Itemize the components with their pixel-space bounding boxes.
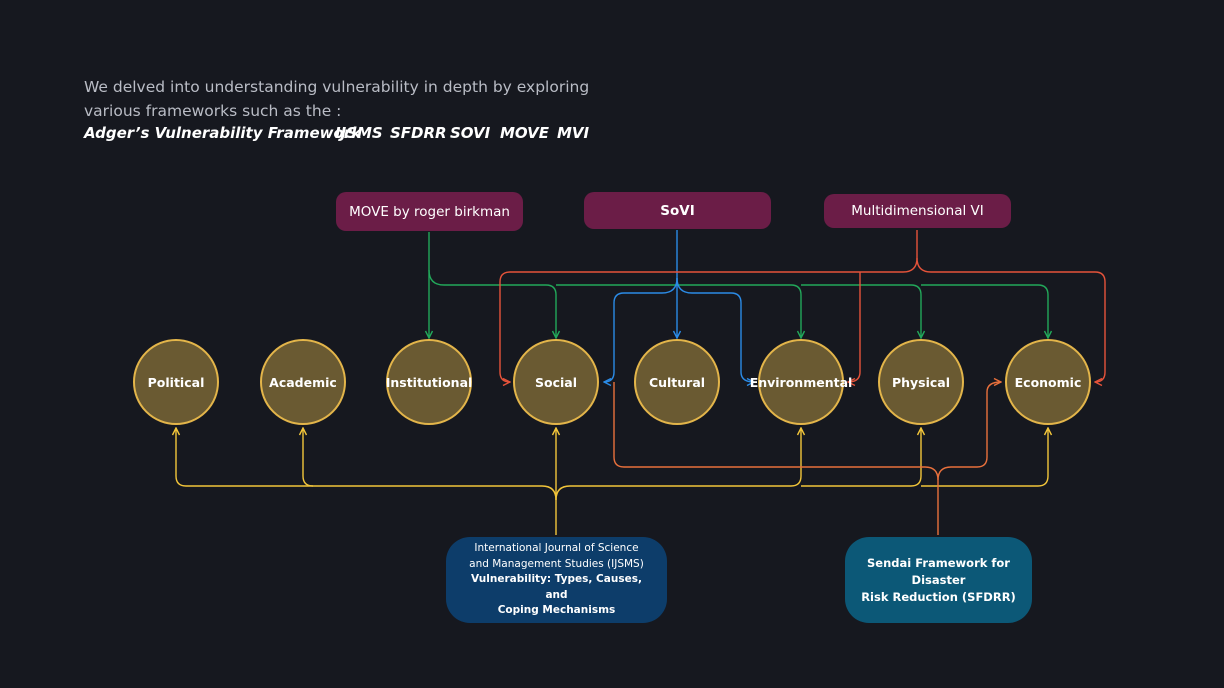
framework-move: MOVE xyxy=(500,124,549,142)
framework-mvi: MVI xyxy=(557,124,590,142)
framework-sovi: SOVI xyxy=(450,124,491,142)
framework-ijsms: IJSMS xyxy=(335,124,383,142)
node-institutional: Institutional xyxy=(386,339,472,425)
sovi-connectors xyxy=(604,230,754,382)
node-social: Social xyxy=(513,339,599,425)
node-academic: Academic xyxy=(260,339,346,425)
ijsms-line-2: and Management Studies (IJSMS) xyxy=(469,557,644,570)
sfdrr-connectors xyxy=(613,382,1001,535)
pill-sovi: SoVI xyxy=(584,192,771,229)
node-environmental: Environmental xyxy=(750,339,852,425)
node-cultural: Cultural xyxy=(634,339,720,425)
ijsms-line-1: International Journal of Science xyxy=(474,542,639,555)
pill-multidimensional-vi: Multidimensional VI xyxy=(824,194,1011,228)
mvi-connectors xyxy=(499,230,1106,382)
node-political: Political xyxy=(133,339,219,425)
move-connectors xyxy=(429,232,1048,338)
node-physical: Physical xyxy=(878,339,964,425)
sfdrr-line-2: Risk Reduction (SFDRR) xyxy=(861,589,1016,604)
ijsms-connectors xyxy=(176,428,1048,535)
pill-move-birkman: MOVE by roger birkman xyxy=(336,192,523,231)
source-ijsms: International Journal of Science and Man… xyxy=(446,537,667,623)
ijsms-line-4: Coping Mechanisms xyxy=(497,604,616,617)
node-economic: Economic xyxy=(1005,339,1091,425)
intro-text: We delved into understanding vulnerabili… xyxy=(84,78,590,120)
source-sfdrr: Sendai Framework for Disaster Risk Reduc… xyxy=(845,537,1032,623)
ijsms-line-3: Vulnerability: Types, Causes, and xyxy=(471,573,642,601)
framework-sfdrr: SFDRR xyxy=(390,124,447,142)
sfdrr-line-1: Sendai Framework for Disaster xyxy=(867,555,1010,587)
framework-adger: Adger’s Vulnerability Framework xyxy=(84,124,362,142)
